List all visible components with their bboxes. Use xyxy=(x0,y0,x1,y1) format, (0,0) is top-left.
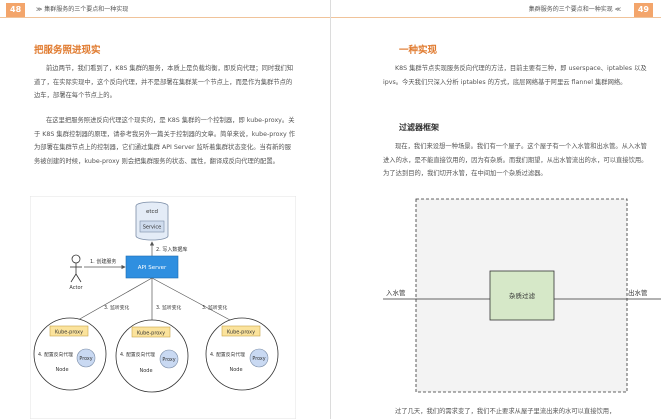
write-label: 2. 写入数据库 xyxy=(156,246,187,253)
service-label: Service xyxy=(143,225,161,231)
section-title: 一种实现 xyxy=(399,45,438,56)
filter-box xyxy=(489,270,555,321)
node-3: Kube-proxy 4. 配置反向代理 Proxy Node xyxy=(205,317,279,391)
proxy-circle xyxy=(159,349,179,369)
kube-proxy-label: Kube-proxy xyxy=(227,330,255,336)
page-header: 48 ≫ 集群服务的三个要点和一种实现 xyxy=(0,3,330,18)
header-title: ≫ 集群服务的三个要点和一种实现 xyxy=(36,6,129,13)
page-header: 集群服务的三个要点和一种实现 ≪ 49 xyxy=(331,3,661,18)
node-label: Node xyxy=(55,367,68,373)
kube-proxy-box xyxy=(221,325,261,337)
api-server-label: API Server xyxy=(138,265,167,271)
section-title: 把服务照进现实 xyxy=(34,45,101,56)
page-number: 48 xyxy=(6,3,26,17)
paragraph: K8S 集群节点实现服务反向代理的方法，目前主要有三种，即 userspace、… xyxy=(383,65,647,86)
actor-icon xyxy=(70,254,82,283)
right-page: 集群服务的三个要点和一种实现 ≪ 49 一种实现 K8S 集群节点实现服务反向代… xyxy=(331,0,661,419)
etcd-database: etcd Service xyxy=(135,201,169,241)
watch-label: 3. 监听变化 xyxy=(156,304,181,311)
paragraph: 前边两节，我们看到了，K8S 集群的服务，本质上是负载均衡，即反向代理；同时我们… xyxy=(34,65,294,99)
filter-label: 杂质过滤 xyxy=(509,291,536,300)
config-label: 4. 配置反向代理 xyxy=(38,351,73,358)
node-label: Node xyxy=(139,368,152,374)
kube-proxy-diagram: etcd Service 2. 写入数据库 API Server Actor 1… xyxy=(30,196,296,419)
left-page: 48 ≫ 集群服务的三个要点和一种实现 把服务照进现实 前边两节，我们看到了，K… xyxy=(0,0,330,419)
proxy-label: Proxy xyxy=(252,356,265,362)
subsection-title: 过滤器框架 xyxy=(399,123,439,132)
config-label: 4. 配置反向代理 xyxy=(120,351,155,358)
service-box xyxy=(139,220,165,233)
watch-arrow xyxy=(151,277,231,321)
proxy-label: Proxy xyxy=(162,357,175,363)
create-label: 1. 创建服务 xyxy=(90,258,116,265)
page-number: 49 xyxy=(633,3,653,17)
paragraph: 现在，我们来设想一种场景。我们有一个屋子。这个屋子有一个入水管和出水管。从入水管… xyxy=(383,143,648,177)
watch-label: 3. 监听变化 xyxy=(202,304,227,311)
proxy-circle xyxy=(249,348,269,368)
outlet-label: 出水管 xyxy=(628,288,648,297)
paragraph: 在这里把服务照进反向代理这个现实的，是 K8S 集群的一个控制器，即 kube-… xyxy=(34,117,296,165)
node-2: Kube-proxy 4. 配置反向代理 Proxy Node xyxy=(115,319,189,393)
kube-proxy-box xyxy=(131,326,171,338)
etcd-label: etcd xyxy=(146,209,158,215)
inlet-label: 入水管 xyxy=(386,288,406,297)
kube-proxy-label: Kube-proxy xyxy=(55,330,83,336)
config-label: 4. 配置反向代理 xyxy=(210,351,245,358)
watch-label: 3. 监听变化 xyxy=(104,304,129,311)
node-1: Kube-proxy 4. 配置反向代理 Proxy Node xyxy=(33,317,107,391)
filter-diagram: 入水管 出水管 杂质过滤 xyxy=(383,198,661,393)
proxy-circle xyxy=(76,348,96,368)
kube-proxy-label: Kube-proxy xyxy=(137,331,165,337)
header-title: 集群服务的三个要点和一种实现 ≪ xyxy=(528,6,621,13)
kube-proxy-box xyxy=(49,325,89,337)
actor-label: Actor xyxy=(69,285,83,291)
node-label: Node xyxy=(229,367,242,373)
watch-arrow xyxy=(77,277,153,321)
paragraph: 过了几天，我们的需求变了，我们不止要求从屋子里流出来的水可以直接饮用， xyxy=(395,408,616,415)
page-gutter xyxy=(330,0,331,419)
proxy-label: Proxy xyxy=(79,356,92,362)
